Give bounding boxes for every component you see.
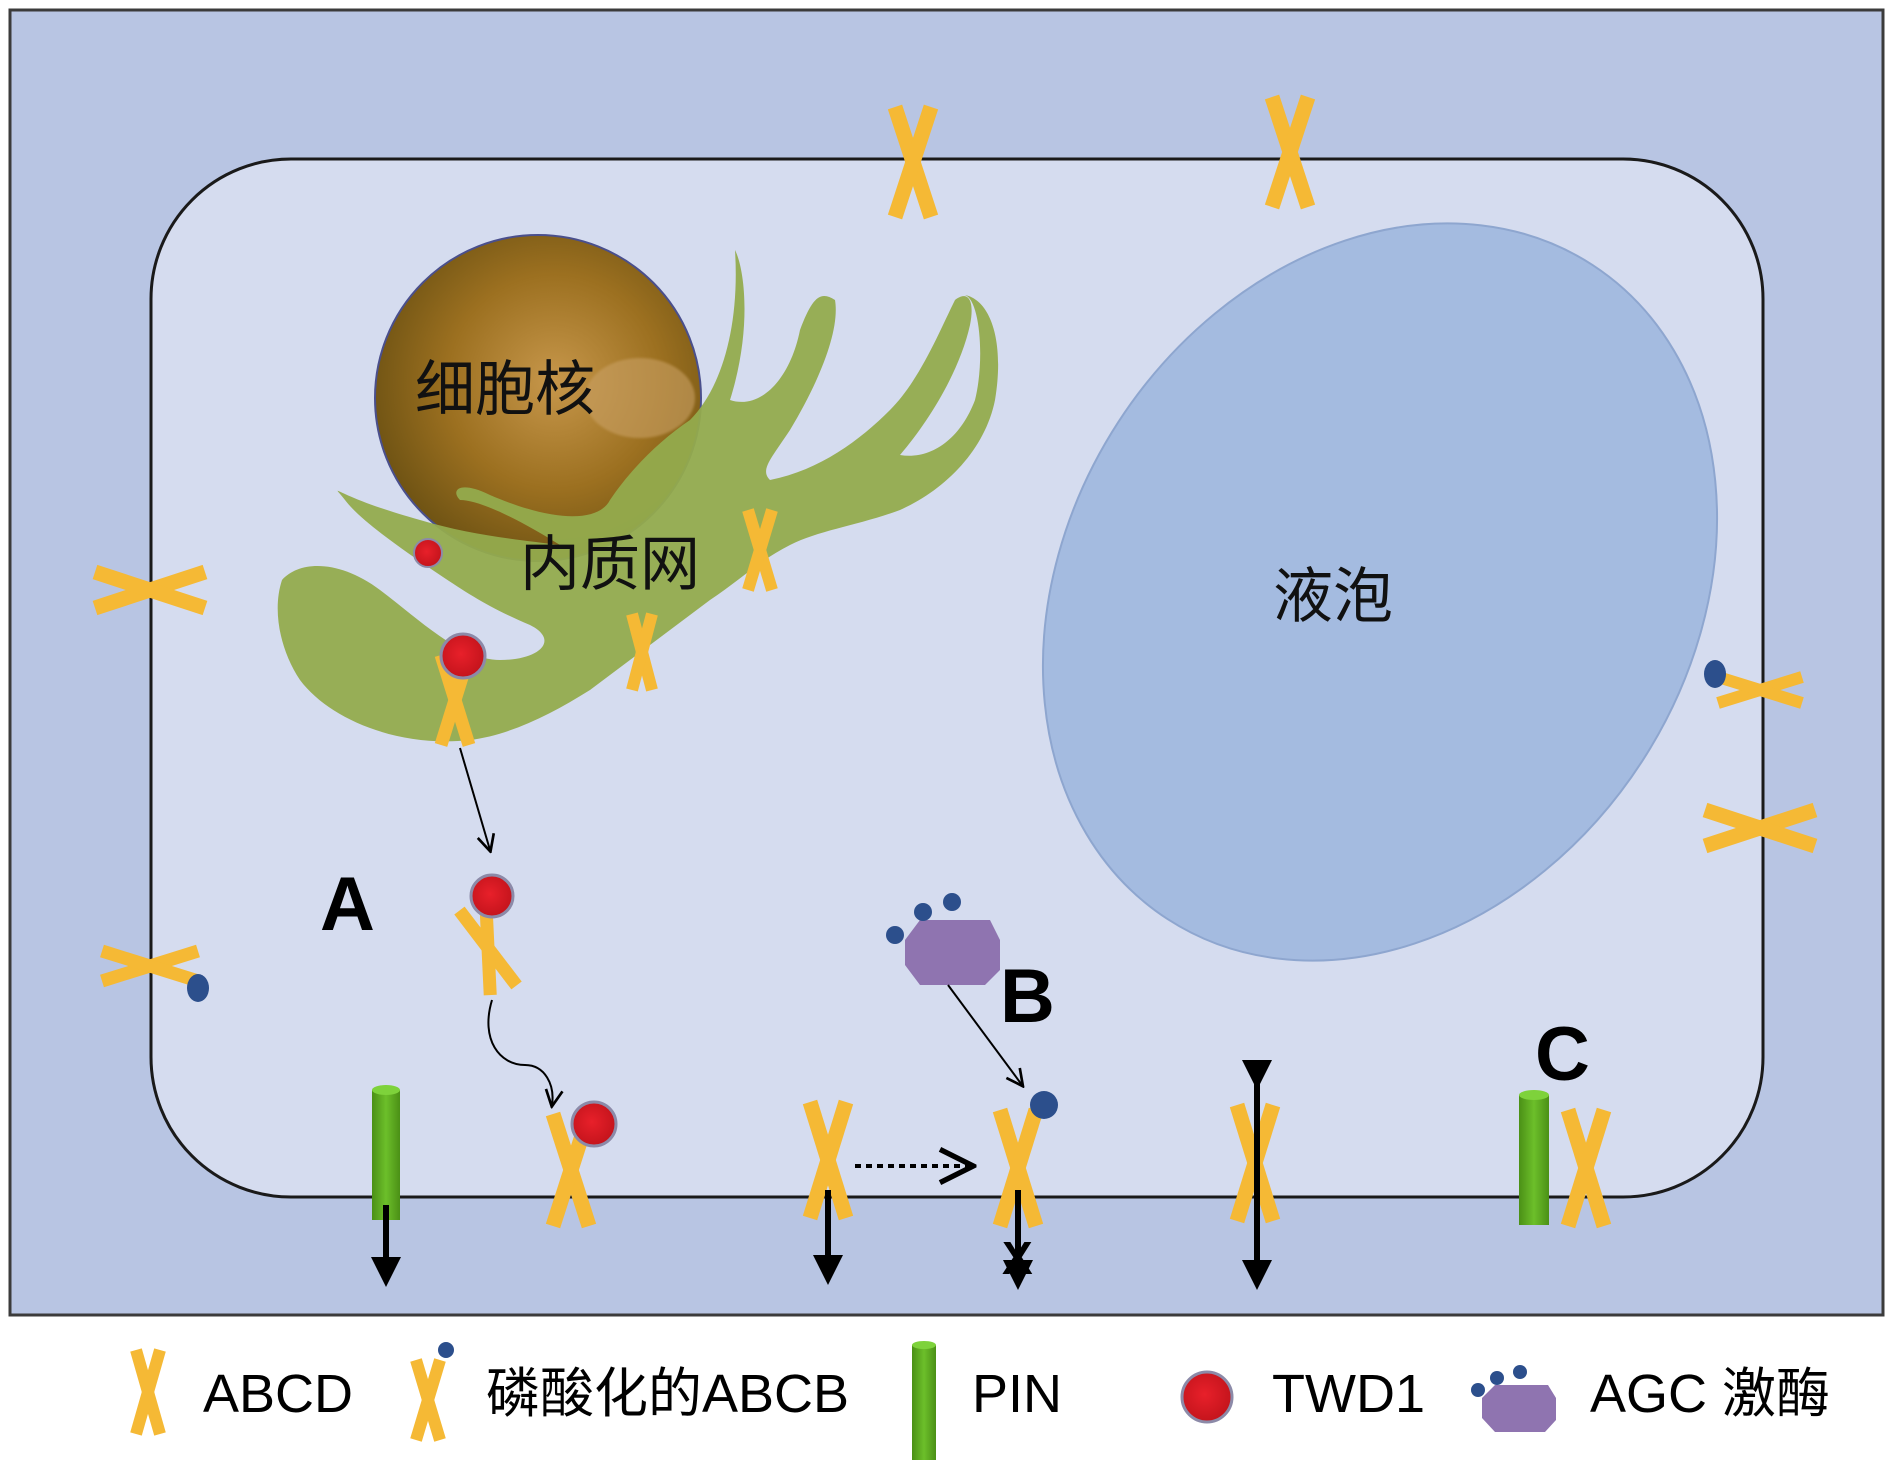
twd1-circle xyxy=(413,538,443,568)
legend-item-phospho-abcb: 磷酸化的ABCB xyxy=(410,1342,849,1442)
yellow-x-transporter-icon xyxy=(130,1348,166,1436)
phosphorylated-transporter-icon xyxy=(410,1342,454,1442)
red-circle-icon xyxy=(1180,1370,1234,1424)
pin-transporter xyxy=(1519,1090,1549,1225)
legend-item-pin: PIN xyxy=(912,1341,1062,1460)
legend-label-abcb: ABCD xyxy=(203,1364,353,1424)
vacuole-label: 液泡 xyxy=(1273,562,1393,632)
agc-kinase xyxy=(905,920,1000,985)
legend: ABCD 磷酸化的ABCB PIN TWD1 xyxy=(130,1341,1830,1460)
pin-transporter xyxy=(372,1085,400,1220)
legend-item-agc-kinase: AGC 激酶 xyxy=(1471,1364,1830,1432)
kinase-action-arrow xyxy=(947,984,1022,1085)
abcb-transporter xyxy=(1264,94,1316,210)
phosphorylated-abcb xyxy=(1716,671,1804,709)
marker-b: B xyxy=(1000,954,1055,1039)
abcb-transporter xyxy=(1560,1107,1612,1229)
phosphate-dot xyxy=(1704,660,1726,688)
cytosol-to-membrane-arrow xyxy=(487,999,552,1105)
legend-label-pin: PIN xyxy=(972,1364,1062,1424)
phosphorylated-abcb xyxy=(100,944,200,988)
phosphorylated-abcb xyxy=(992,1107,1044,1229)
marker-c: C xyxy=(1535,1012,1590,1097)
purple-octagon-icon xyxy=(1471,1365,1556,1432)
er-abcb-transporter xyxy=(626,612,658,692)
nucleus-highlight xyxy=(585,358,695,438)
abcb-transporter xyxy=(802,1099,854,1221)
twd1-circle xyxy=(439,632,487,680)
nucleus-label: 细胞核 xyxy=(415,355,595,425)
legend-label-twd1: TWD1 xyxy=(1272,1364,1425,1424)
twd1-circle xyxy=(570,1100,618,1148)
phosphate-dot xyxy=(1030,1091,1058,1119)
endoplasmic-reticulum xyxy=(277,250,999,742)
legend-item-abcb: ABCD xyxy=(130,1348,353,1436)
green-cylinder-icon xyxy=(912,1341,936,1460)
legend-item-twd1: TWD1 xyxy=(1180,1364,1425,1424)
legend-label-agc-kinase: AGC 激酶 xyxy=(1590,1364,1830,1424)
phosphate-dot xyxy=(187,974,209,1002)
blocked-mark: X xyxy=(1002,1232,1033,1284)
er-abcb-transporter xyxy=(742,508,778,592)
legend-label-phospho-abcb: 磷酸化的ABCB xyxy=(486,1364,849,1424)
phosphate-dot xyxy=(886,926,904,944)
er-label: 内质网 xyxy=(520,530,700,600)
abcb-transporter xyxy=(887,104,939,220)
abcb-transporter xyxy=(92,564,208,616)
twd1-circle xyxy=(469,873,515,919)
er-to-cytosol-arrow xyxy=(459,747,490,850)
phosphate-dot xyxy=(943,893,961,911)
phosphate-dot xyxy=(914,903,932,921)
vacuole xyxy=(1041,222,1719,962)
abcb-transporter xyxy=(1702,802,1818,854)
marker-a: A xyxy=(320,862,375,947)
